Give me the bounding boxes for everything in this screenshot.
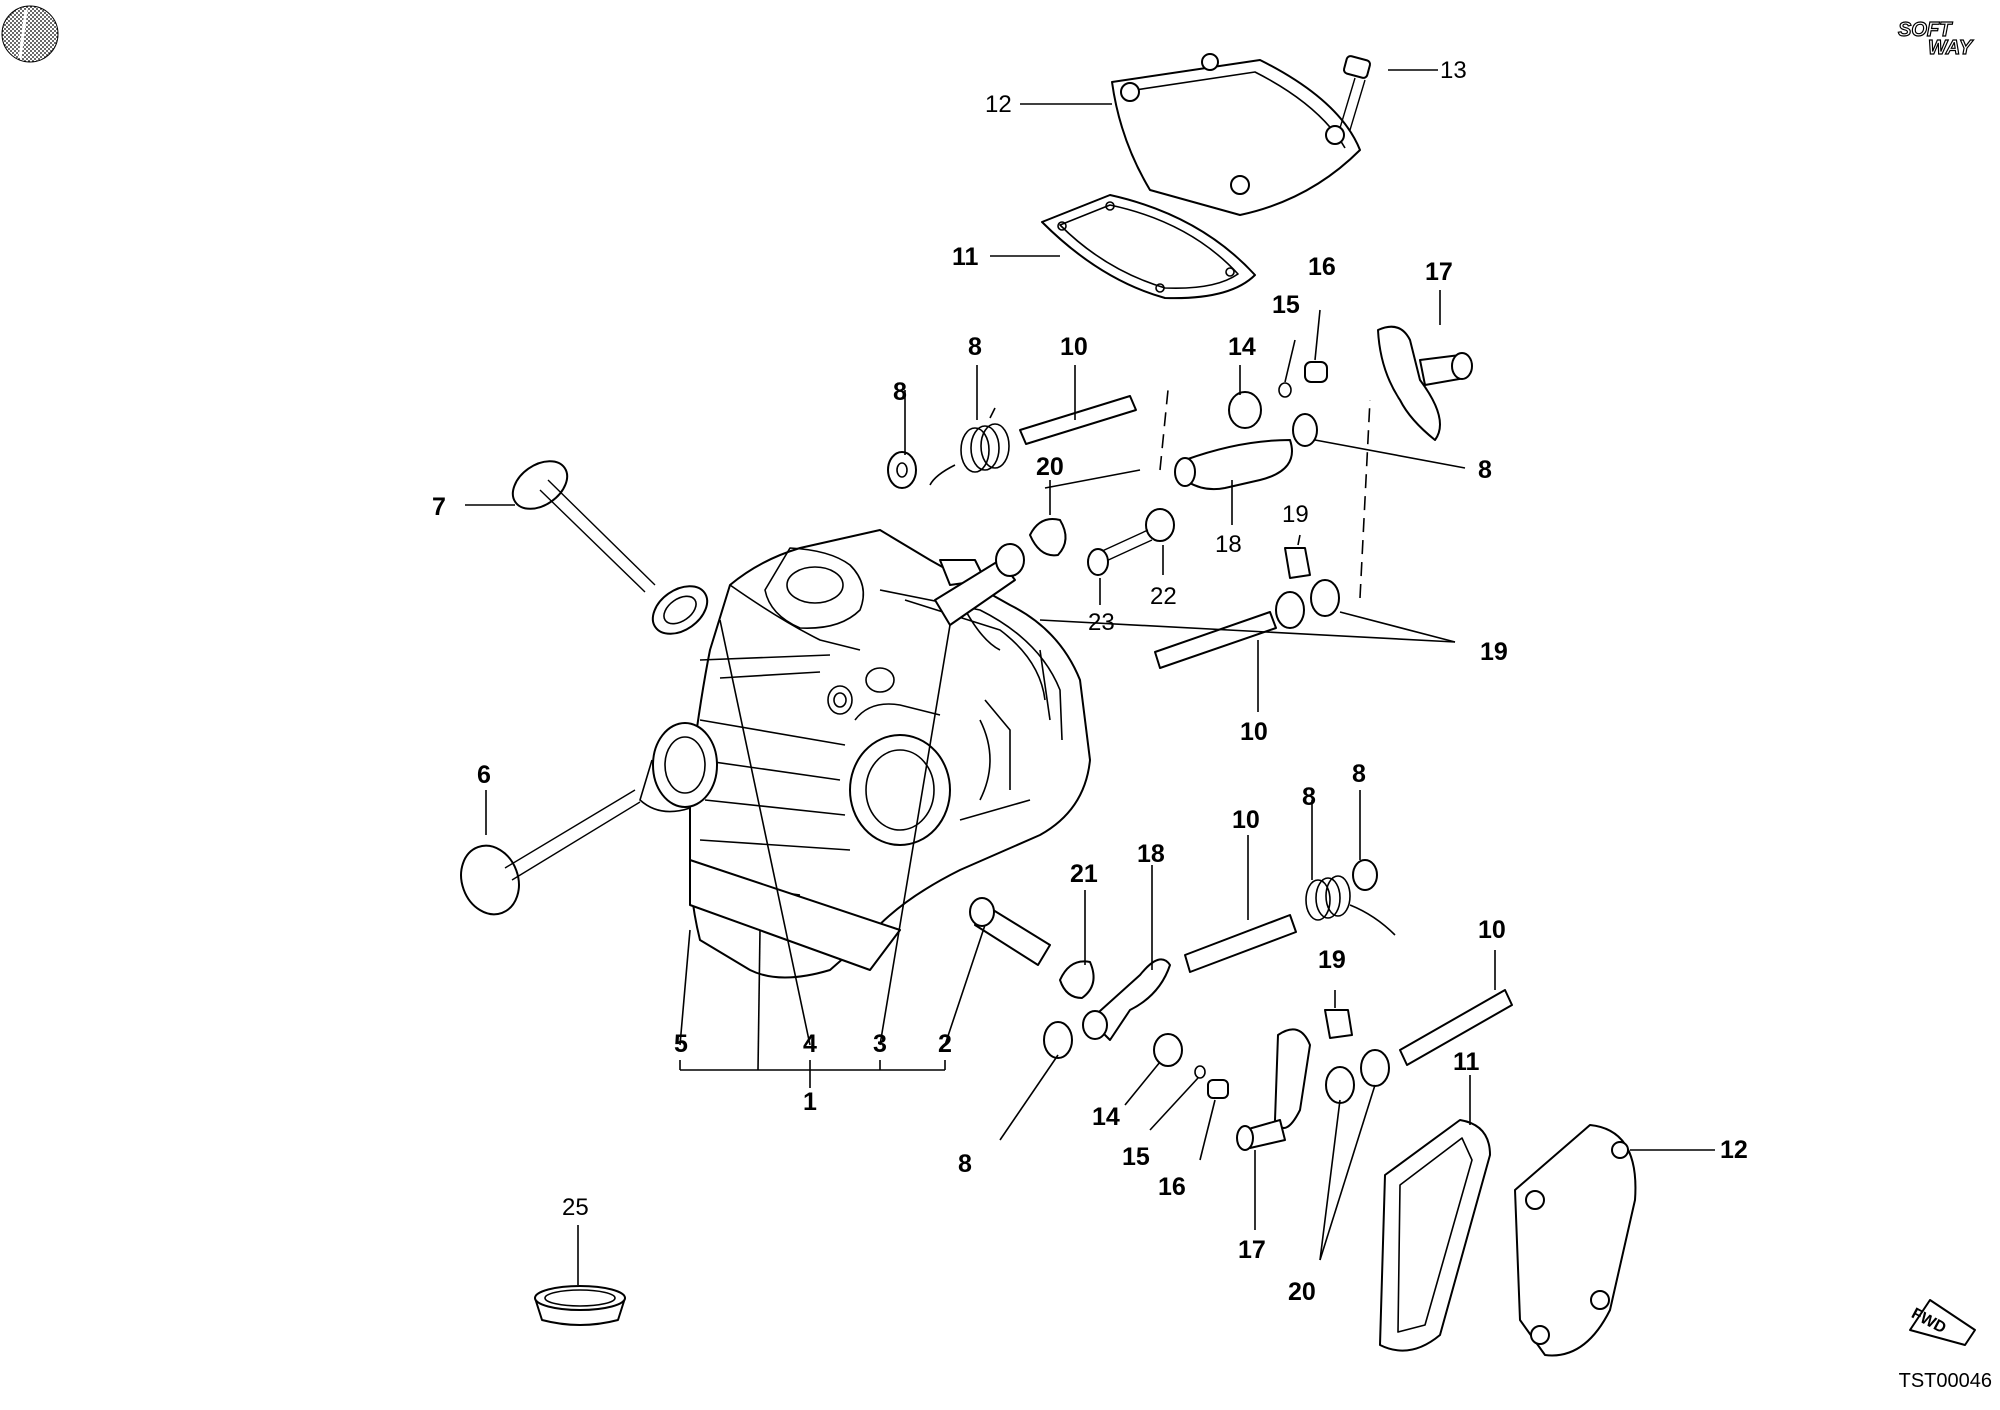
callout-9-top: 8: [968, 333, 982, 361]
callout-19-top: 19: [1282, 501, 1309, 528]
callout-9-lower: 8: [1302, 783, 1316, 811]
arm-17-upper: [1377, 325, 1473, 441]
spring-9-lower: [1305, 875, 1396, 936]
callout-23: 22: [1150, 583, 1177, 610]
washers-20-upper: [1275, 579, 1340, 629]
gasket-top: [1041, 194, 1256, 300]
callout-12-bottom: 12: [1720, 1136, 1748, 1164]
callout-11-bottom: 11: [1453, 1048, 1480, 1076]
clip-15-lower: [1194, 1065, 1206, 1079]
washer-8-lower-right: [1352, 859, 1378, 891]
callout-17-top: 17: [1425, 258, 1453, 286]
callout-7: 7: [432, 493, 446, 521]
callout-1: 1: [803, 1088, 817, 1116]
valve-6: [460, 789, 641, 916]
callout-14-bottom: 14: [1092, 1103, 1120, 1131]
arm-17-lower: [1236, 1028, 1311, 1151]
fwd-arrow: FWD: [1908, 1299, 1976, 1346]
callout-17-bottom: 17: [1238, 1236, 1266, 1264]
shaft-10-upper-lower: [1154, 611, 1277, 669]
gasket-bottom: [1379, 1119, 1491, 1352]
callout-11-top: 11: [952, 243, 979, 271]
callout-18-lower: 18: [1137, 840, 1165, 868]
callout-13: 13: [1440, 57, 1467, 84]
callout-25: 25: [562, 1194, 589, 1221]
shim-19-upper: [1284, 547, 1311, 579]
callout-8-bottom: 8: [958, 1150, 972, 1178]
callout-16-top: 16: [1308, 253, 1336, 281]
callout-8-top-left: 8: [893, 378, 907, 406]
guide-2: [969, 897, 1051, 966]
rocker-18-lower: [1082, 958, 1171, 1041]
cap-21: [1029, 518, 1067, 557]
shaft-10-upper: [1019, 395, 1137, 445]
washer-8-upper-right: [1292, 413, 1318, 447]
bolt-13: [1339, 55, 1372, 131]
callout-3: 3: [873, 1030, 887, 1058]
pin-16-lower: [1207, 1079, 1229, 1099]
callout-2: 2: [938, 1030, 952, 1058]
callout-20-bottom: 20: [1288, 1278, 1316, 1306]
cup-25: [534, 1285, 626, 1326]
callout-18-top: 18: [1215, 531, 1242, 558]
callout-4: 4: [803, 1030, 817, 1058]
valve-cover-top: [1111, 53, 1361, 216]
cap-22: [1059, 960, 1095, 999]
callout-8-mid-right: 8: [1352, 760, 1366, 788]
callout-15-bottom: 15: [1122, 1143, 1150, 1171]
callout-6: 6: [477, 761, 491, 789]
washer-24: [1087, 548, 1109, 576]
leader-lines: [465, 69, 1715, 1285]
callout-10-mid: 10: [1240, 718, 1268, 746]
valve-seat-ring: [639, 722, 718, 813]
brand-line2: WAY: [1928, 37, 1974, 59]
bolt-23: [1099, 508, 1175, 563]
callout-5: 5: [674, 1030, 688, 1058]
callout-20-top: 19: [1480, 638, 1508, 666]
callout-8-top-right: 8: [1478, 456, 1492, 484]
callout-10-right: 10: [1478, 916, 1506, 944]
callout-16-bottom: 16: [1158, 1173, 1186, 1201]
clip-15-upper: [1278, 382, 1292, 398]
shim-19-lower: [1324, 1009, 1353, 1039]
callout-labels: 12 13 11 16 17 15 8 10 14 8 8 20 7 18 19…: [432, 57, 1748, 1306]
washer-8-upper-left: [887, 451, 917, 489]
callout-10-lower: 10: [1232, 806, 1260, 834]
callout-10-top: 10: [1060, 333, 1088, 361]
bush-14-lower: [1153, 1033, 1183, 1067]
callout-24: 23: [1088, 609, 1115, 636]
shaft-10-lower: [1184, 914, 1297, 973]
valve-cover-bottom: [1514, 1124, 1637, 1357]
callout-22: 21: [1070, 860, 1098, 888]
callout-12-top: 12: [985, 91, 1012, 118]
brand-line1: SOFT: [1898, 19, 1953, 41]
callout-14-top: 14: [1228, 333, 1256, 361]
corner-logo: [1, 5, 59, 63]
softway-logo: SOFT WAY: [1897, 18, 1974, 59]
shaft-10-lower-right: [1399, 989, 1513, 1066]
callout-19-lower: 19: [1318, 946, 1346, 974]
bush-14-upper: [1228, 391, 1262, 429]
diagram-reference-code: TST00046: [1898, 1370, 1992, 1392]
valve-seal-upper: [651, 585, 709, 635]
spring-9-upper: [929, 407, 1010, 486]
guide-3: [934, 543, 1025, 626]
pin-16-upper: [1304, 361, 1328, 383]
washers-20-lower: [1325, 1049, 1390, 1104]
callout-21: 20: [1036, 453, 1064, 481]
cylinder-head: [689, 529, 1091, 979]
callout-15-top: 15: [1272, 291, 1300, 319]
washer-8-lower-left: [1043, 1021, 1073, 1059]
valve-7: [511, 460, 656, 593]
rocker-18-upper: [1174, 439, 1293, 491]
